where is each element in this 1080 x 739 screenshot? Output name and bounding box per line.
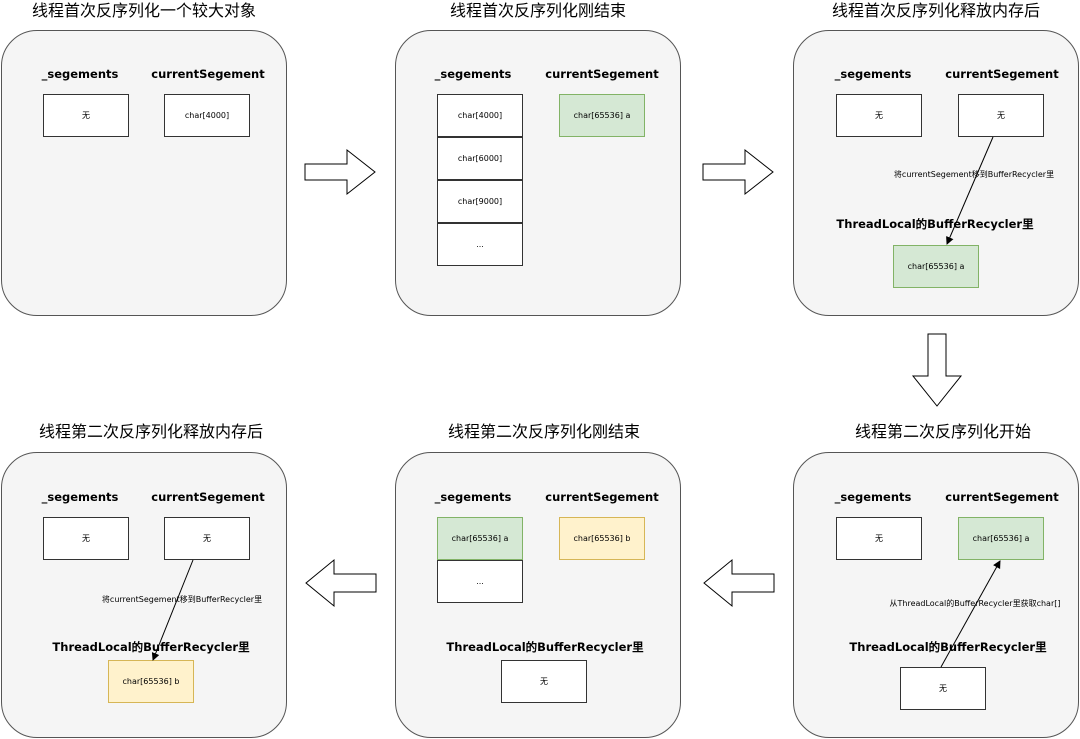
- segment-cell-more: ...: [437, 223, 523, 266]
- threadlocal-label: ThreadLocal的BufferRecycler里: [446, 640, 644, 654]
- segments-cell: 无: [43, 94, 129, 137]
- current-segment-header: currentSegement: [151, 67, 265, 81]
- segment-cell-1: char[65536] a: [437, 517, 523, 560]
- flow-arrow-right-1: [304, 148, 376, 196]
- current-segment-header: currentSegement: [545, 67, 659, 81]
- flow-arrow-left-2: [305, 558, 377, 608]
- segments-header: _segements: [434, 67, 512, 81]
- move-note: 将currentSegement移到BufferRecycler里: [893, 170, 1055, 179]
- current-segment-cell: char[4000]: [164, 94, 250, 137]
- threadlocal-label: ThreadLocal的BufferRecycler里: [836, 217, 1034, 231]
- segment-cell-1: char[4000]: [437, 94, 523, 137]
- panel-1: [1, 30, 287, 316]
- segment-cell-more: ...: [437, 560, 523, 603]
- current-segment-cell: 无: [164, 517, 250, 560]
- panel-4-title: 线程第二次反序列化开始: [854, 422, 1031, 441]
- segment-cell-2: char[6000]: [437, 137, 523, 180]
- current-segment-header: currentSegement: [151, 490, 265, 504]
- current-segment-cell: char[65536] b: [559, 517, 645, 560]
- segment-cell-3: char[9000]: [437, 180, 523, 223]
- get-connector: [940, 560, 1001, 668]
- flow-arrow-right-2: [702, 148, 774, 196]
- flow-arrow-left-1: [703, 558, 775, 608]
- segments-header: _segements: [834, 490, 912, 504]
- segments-header: _segements: [41, 490, 119, 504]
- move-note: 将currentSegement移到BufferRecycler里: [101, 595, 263, 604]
- threadlocal-label: ThreadLocal的BufferRecycler里: [52, 640, 250, 654]
- recycler-cell: 无: [501, 660, 587, 703]
- panel-1-title: 线程首次反序列化一个较大对象: [31, 1, 256, 20]
- get-note: 从ThreadLocal的BufferRecycler里获取char[]: [889, 599, 1061, 608]
- flow-arrow-down: [911, 333, 963, 407]
- segments-header: _segements: [834, 67, 912, 81]
- segments-cell: 无: [43, 517, 129, 560]
- current-segment-header: currentSegement: [545, 490, 659, 504]
- recycler-cell: char[65536] a: [893, 245, 979, 288]
- current-segment-cell: char[65536] a: [958, 517, 1044, 560]
- panel-5-title: 线程第二次反序列化刚结束: [447, 422, 640, 441]
- recycler-cell: 无: [900, 667, 986, 710]
- move-connector: [151, 559, 194, 661]
- current-segment-cell: char[65536] a: [559, 94, 645, 137]
- segments-header: _segements: [41, 67, 119, 81]
- current-segment-cell: 无: [958, 94, 1044, 137]
- segments-cell: 无: [836, 94, 922, 137]
- move-connector: [946, 136, 994, 245]
- segments-cell: 无: [836, 517, 922, 560]
- panel-6-title: 线程第二次反序列化释放内存后: [38, 422, 263, 441]
- panel-3-title: 线程首次反序列化释放内存后: [831, 1, 1040, 20]
- recycler-cell: char[65536] b: [108, 660, 194, 703]
- segments-header: _segements: [434, 490, 512, 504]
- threadlocal-label: ThreadLocal的BufferRecycler里: [849, 640, 1047, 654]
- panel-2-title: 线程首次反序列化刚结束: [449, 1, 626, 20]
- current-segment-header: currentSegement: [945, 490, 1059, 504]
- current-segment-header: currentSegement: [945, 67, 1059, 81]
